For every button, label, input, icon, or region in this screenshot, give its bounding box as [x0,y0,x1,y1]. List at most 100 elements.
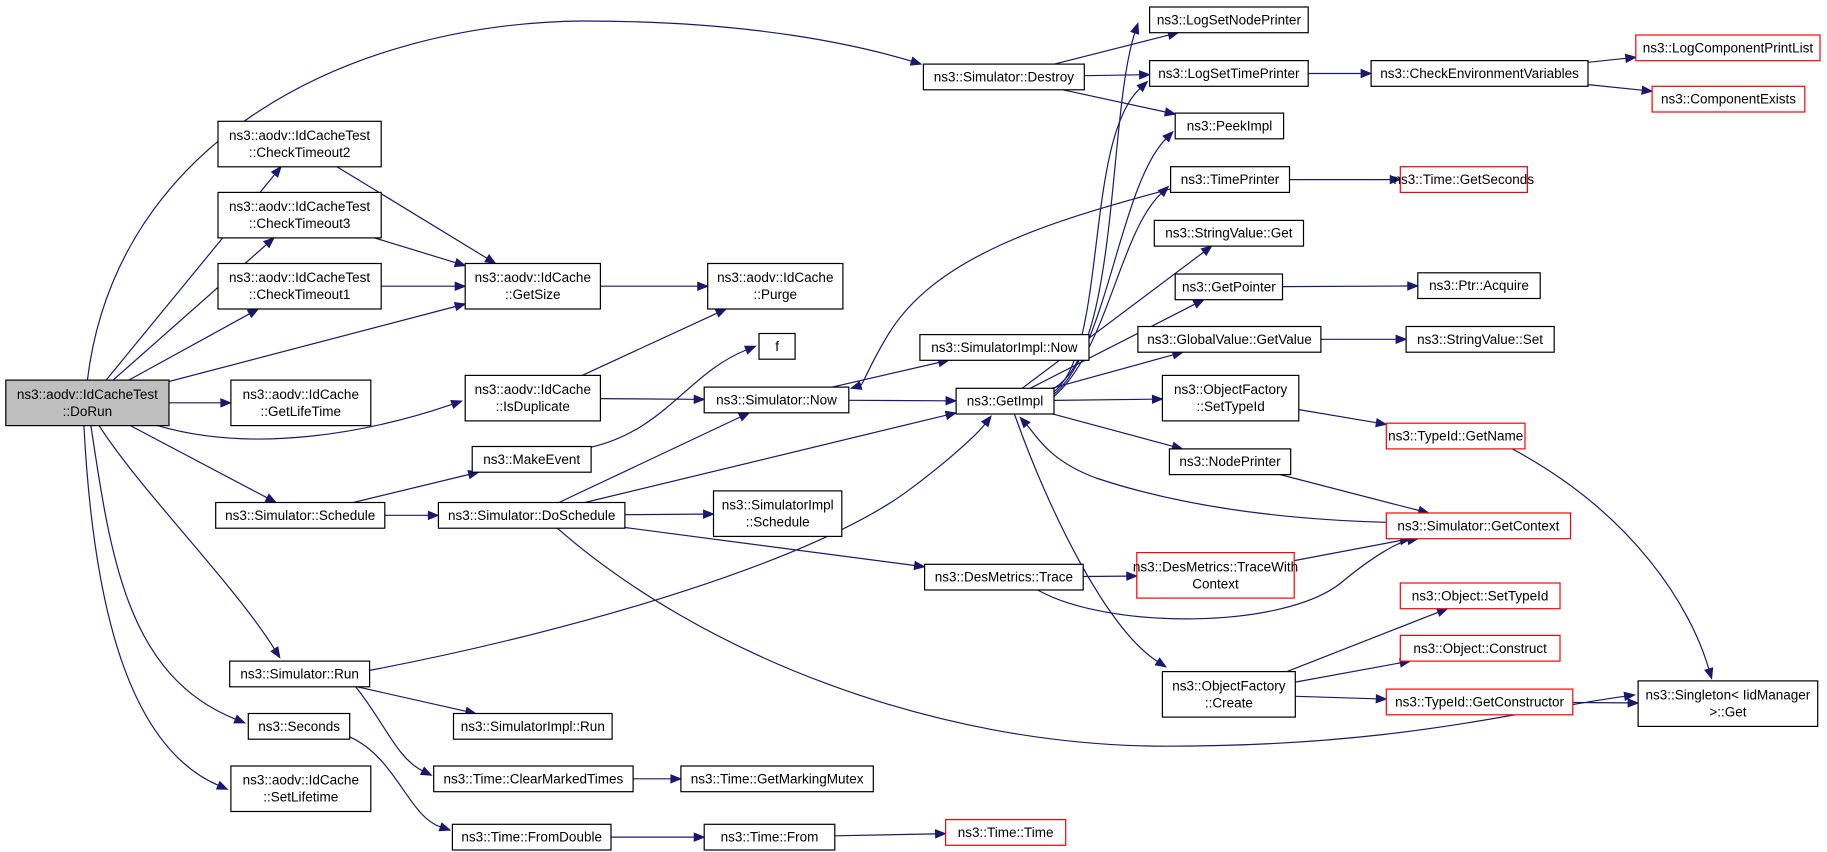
node-ofcreate[interactable]: ns3::ObjectFactory::Create [1161,670,1296,718]
node-implrun[interactable]: ns3::SimulatorImpl::Run [452,712,613,740]
edge-simnow-to-implnow [832,358,951,388]
edge-trace-to-tracectx [1083,571,1139,581]
edge-ofsettid-to-getname [1298,409,1388,428]
arrowhead [264,493,278,504]
node-getsize[interactable]: ns3::aodv::IdCache::GetSize [464,262,602,310]
node-box [1174,273,1284,301]
node-getname[interactable]: ns3::TypeId::GetName [1385,422,1526,450]
node-logtime[interactable]: ns3::LogSetTimePrinter [1148,59,1309,87]
node-implsched[interactable]: ns3::SimulatorImpl::Schedule [712,490,843,537]
node-objsettid[interactable]: ns3::Object::SetTypeId [1399,582,1561,610]
edge-run-to-getimpl [369,415,992,671]
edge-simnow-to-getimpl [848,396,958,406]
node-ct2[interactable]: ns3::aodv::IdCacheTest::CheckTimeout2 [217,120,382,168]
node-strget[interactable]: ns3::StringValue::Get [1153,219,1305,247]
node-box [703,823,836,851]
node-ct3[interactable]: ns3::aodv::IdCacheTest::CheckTimeout3 [217,191,382,239]
node-box [230,379,372,427]
node-timeprinter[interactable]: ns3::TimePrinter [1169,166,1291,193]
node-box [944,818,1067,846]
arrowhead [1623,691,1636,702]
edge-line [1037,539,1409,620]
edge-line [355,686,423,772]
node-makeevent[interactable]: ns3::MakeEvent [471,445,592,473]
arrowhead [1139,70,1151,80]
node-trace[interactable]: ns3::DesMetrics::Trace [923,563,1084,591]
node-ct1[interactable]: ns3::aodv::IdCacheTest::CheckTimeout1 [217,262,382,310]
node-box [1399,166,1529,193]
node-clearmarked[interactable]: ns3::Time::ClearMarkedTimes [433,765,634,793]
node-label: ns3::aodv::IdCache [243,387,359,402]
node-nodeprinter[interactable]: ns3::NodePrinter [1168,448,1292,476]
node-label: ns3::Simulator::Schedule [225,508,375,523]
node-destroy[interactable]: ns3::Simulator::Destroy [922,63,1085,91]
arrowhead [693,394,706,405]
edge-line [624,526,915,567]
node-label: ns3::Time::Time [958,825,1054,840]
arrowhead [246,308,260,319]
edge-destroy-to-lognode [1054,30,1180,65]
node-gvget[interactable]: ns3::GlobalValue::GetValue [1137,325,1322,353]
arrowhead [737,412,751,422]
node-ofsettid[interactable]: ns3::ObjectFactory::SetTypeId [1161,374,1300,422]
node-singleton[interactable]: ns3::Singleton< IidManager >::Get [1637,680,1819,728]
node-run[interactable]: ns3::Simulator::Run [229,660,371,688]
edge-line [556,527,1625,747]
node-label: ::DoRun [63,404,113,419]
edge-line [1282,285,1408,288]
arrowhead [703,509,715,519]
node-isdup[interactable]: ns3::aodv::IdCache::IsDuplicate [464,374,602,422]
node-purge[interactable]: ns3::aodv::IdCache::Purge [707,262,844,310]
node-label: ns3::Object::SetTypeId [1412,588,1549,603]
node-label: ns3::LogSetNodePrinter [1157,12,1302,27]
edge-getname-to-singleton [1511,448,1714,680]
edge-line [834,833,936,837]
edge-getimpl-to-peekimpl [1053,130,1174,395]
node-ptracq[interactable]: ns3::Ptr::Acquire [1417,272,1541,300]
node-getpointer[interactable]: ns3::GetPointer [1174,273,1284,301]
node-getctx[interactable]: ns3::Simulator::GetContext [1385,512,1572,540]
arrowhead [1163,107,1177,117]
node-box [955,387,1055,415]
node-simnow[interactable]: ns3::Simulator::Now [703,386,850,414]
edge-dorun-to-destroy [86,20,923,381]
node-getimpl[interactable]: ns3::GetImpl [955,387,1055,415]
arrowhead [1136,80,1149,93]
node-compexists[interactable]: ns3::ComponentExists [1651,85,1806,113]
edge-line [1294,539,1401,562]
edge-line [1587,84,1643,91]
arrowhead [453,302,467,312]
node-setlifetime[interactable]: ns3::aodv::IdCache::SetLifetime [230,765,372,813]
edge-line [848,399,947,402]
node-timetime[interactable]: ns3::Time::Time [944,818,1067,846]
node-seconds[interactable]: ns3::Seconds [247,712,351,740]
node-schedule[interactable]: ns3::Simulator::Schedule [215,501,386,529]
node-label: ns3::Singleton< IidManager [1646,688,1811,703]
node-logcpl[interactable]: ns3::LogComponentPrintList [1635,34,1821,62]
edge-line [1026,424,1387,523]
node-label: ns3::CheckEnvironmentVariables [1380,66,1579,81]
edge-dorun-to-seconds [90,425,247,724]
node-box [680,765,874,793]
node-implnow[interactable]: ns3::SimulatorImpl::Now [919,334,1090,361]
node-strset[interactable]: ns3::StringValue::Set [1405,325,1555,353]
node-box [1399,582,1561,610]
node-getmutex[interactable]: ns3::Time::GetMarkingMutex [680,765,874,793]
node-peekimpl[interactable]: ns3::PeekImpl [1174,112,1285,140]
node-label: ns3::Time::FromDouble [461,830,602,845]
node-doschedule[interactable]: ns3::Simulator::DoSchedule [437,501,626,529]
node-timefrom[interactable]: ns3::Time::From [703,823,836,851]
node-lognode[interactable]: ns3::LogSetNodePrinter [1148,6,1309,34]
node-box [217,262,382,310]
arrowhead [1435,608,1449,617]
edge-timefrom-to-timetime [834,829,947,839]
node-fromdouble[interactable]: ns3::Time::FromDouble [451,823,612,851]
node-getctor[interactable]: ns3::TypeId::GetConstructor [1385,688,1574,716]
node-getlifetime[interactable]: ns3::aodv::IdCache::GetLifeTime [230,379,372,427]
node-getseconds[interactable]: ns3::Time::GetSeconds [1394,166,1535,193]
node-checkenv[interactable]: ns3::CheckEnvironmentVariables [1370,59,1589,87]
node-label: ns3::Time::GetSeconds [1394,172,1535,187]
node-objconstruct[interactable]: ns3::Object::Construct [1399,634,1561,662]
node-f[interactable]: f [758,332,796,360]
